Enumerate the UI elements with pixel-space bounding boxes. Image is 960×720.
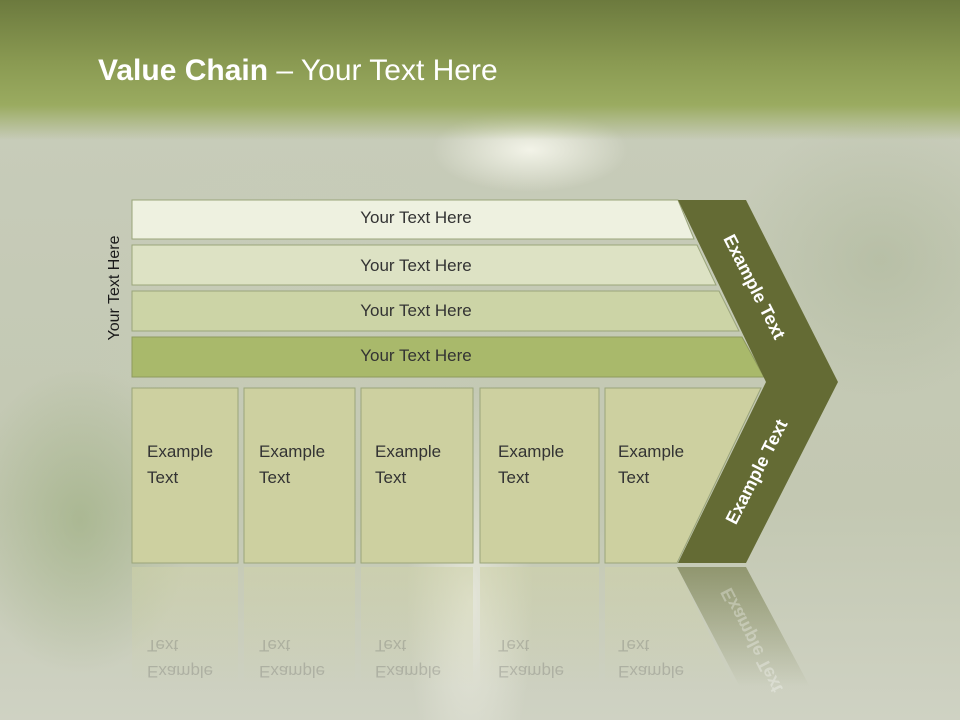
activity-cell-5 xyxy=(604,387,762,564)
support-bar-4-label: Your Text Here xyxy=(360,346,472,365)
support-bar-3-label: Your Text Here xyxy=(360,301,472,320)
reflection xyxy=(677,567,810,687)
slide-title: Value Chain – Your Text Here xyxy=(98,54,498,87)
reflection xyxy=(480,567,599,687)
support-bar-1 xyxy=(131,199,695,240)
reflection xyxy=(605,567,735,687)
support-bar-2 xyxy=(131,244,717,286)
side-label: Your Text Here xyxy=(106,235,123,341)
support-bar-1-label: Your Text Here xyxy=(360,208,472,227)
activity-cell-3 xyxy=(360,387,474,564)
support-bar-2-label: Your Text Here xyxy=(360,256,472,275)
support-bar-3 xyxy=(131,290,740,332)
activity-cell-1 xyxy=(131,387,239,564)
activity-cell-2 xyxy=(243,387,356,564)
activity-cell-4 xyxy=(479,387,600,564)
title-bar xyxy=(0,0,960,140)
reflection xyxy=(132,567,238,687)
reflection xyxy=(244,567,355,687)
value-chevron xyxy=(678,200,838,563)
reflection xyxy=(361,567,473,687)
